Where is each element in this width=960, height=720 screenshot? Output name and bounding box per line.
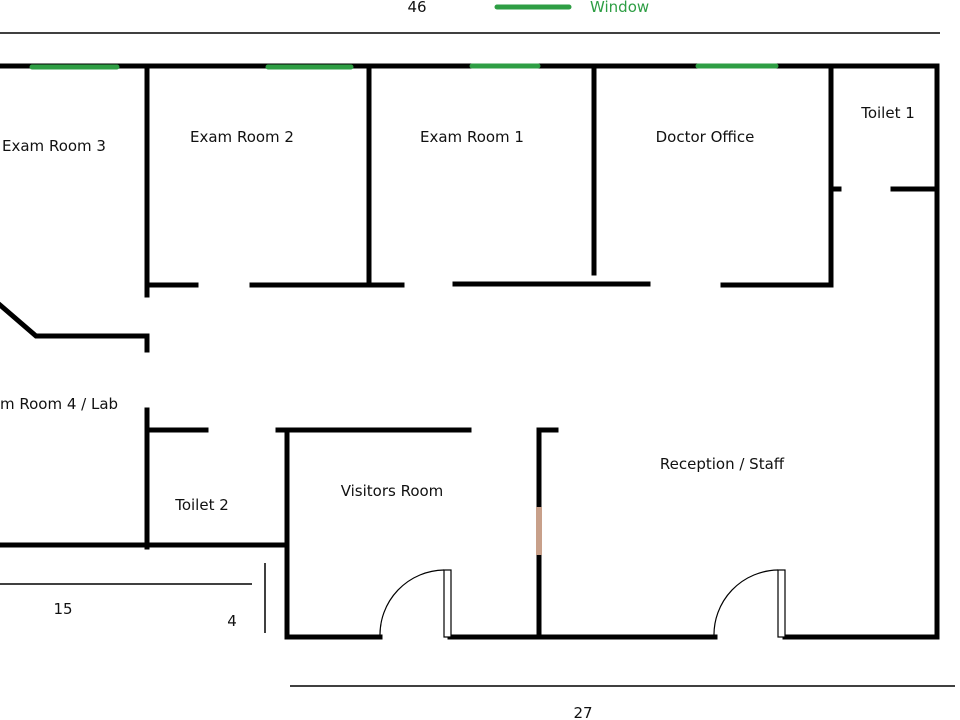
label-exam-room-1: Exam Room 1 bbox=[420, 128, 524, 146]
outer-walls bbox=[0, 63, 940, 640]
label-visitors-room: Visitors Room bbox=[341, 482, 444, 500]
legend-window-label: Window bbox=[590, 0, 649, 16]
label-exam-room-2: Exam Room 2 bbox=[190, 128, 294, 146]
label-doctor-office: Doctor Office bbox=[656, 128, 755, 146]
left-width-label: 15 bbox=[53, 600, 72, 618]
label-toilet-1: Toilet 1 bbox=[860, 104, 915, 122]
label-exam-room-4-lab: m Room 4 / Lab bbox=[0, 395, 118, 413]
bottom-width-label: 27 bbox=[573, 704, 592, 720]
windows bbox=[29, 63, 779, 70]
label-exam-room-3: Exam Room 3 bbox=[2, 137, 106, 155]
label-toilet-2: Toilet 2 bbox=[174, 496, 229, 514]
lab-angled-wall bbox=[0, 301, 150, 339]
label-reception-staff: Reception / Staff bbox=[660, 455, 785, 473]
overall-width-label: 46 bbox=[407, 0, 426, 16]
corridor-gap-label: 4 bbox=[227, 612, 237, 630]
interior-door-accent bbox=[536, 507, 542, 555]
interior-walls bbox=[0, 63, 938, 640]
reception-entrance-door[interactable] bbox=[713, 569, 786, 638]
visitors-entrance-door[interactable] bbox=[379, 569, 452, 638]
